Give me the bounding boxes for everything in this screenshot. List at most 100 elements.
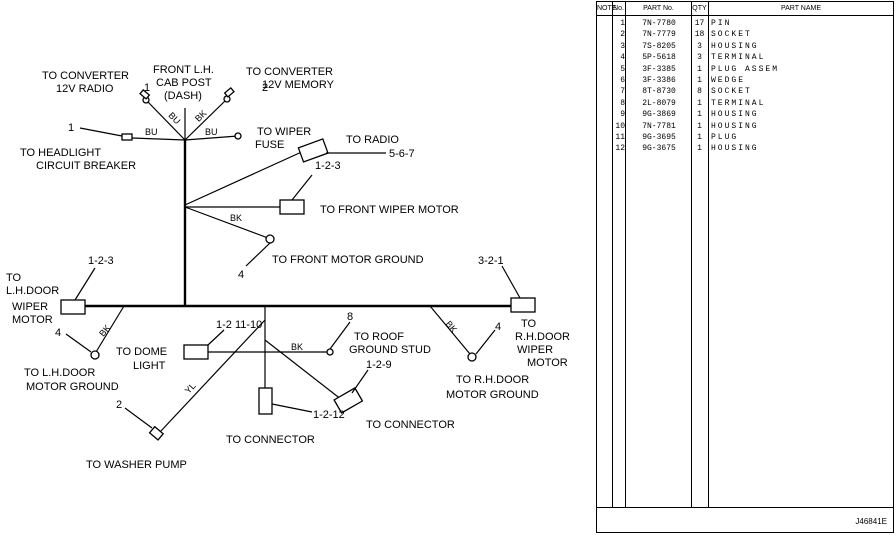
cell-part-no: 7N-7780	[642, 19, 676, 28]
label-lh-door-line3: WIPER	[12, 301, 48, 313]
label-headlight-line1: TO HEADLIGHT	[20, 147, 101, 159]
lh-door-leader	[74, 267, 96, 301]
header-note: NOTE	[597, 5, 617, 12]
label-rh-door-line1: TO	[521, 318, 537, 330]
branch-radio	[184, 149, 307, 206]
cell-name: HOUSING	[711, 121, 759, 131]
cell-qty: 1	[697, 121, 702, 131]
front-wiper-motor-plug	[279, 199, 305, 215]
front-wiper-leader	[291, 174, 313, 201]
headlight-terminal	[121, 133, 133, 141]
cell-part-no: 3F-3385	[642, 64, 676, 74]
label-cab-post-line2: CAB POST	[156, 77, 212, 89]
wire-color-bk-diag: BK	[193, 108, 209, 124]
cell-part-no: 7S-8205	[642, 41, 676, 51]
dome-light-leader	[207, 329, 225, 346]
wire-color-bk-lh: BK	[97, 323, 112, 339]
callout-lh-door-motor: 1-2-3	[88, 255, 114, 267]
rh-ground-leader	[475, 329, 496, 355]
label-cab-post-line1: FRONT L.H.	[153, 64, 214, 76]
label-roof-ground-line2: GROUND STUD	[349, 344, 431, 356]
cell-name: HOUSING	[711, 110, 759, 120]
callout-memory-conn: 2	[262, 82, 268, 94]
label-headlight-line2: CIRCUIT BREAKER	[36, 160, 136, 172]
label-wiper-fuse-line1: TO WIPER	[257, 126, 311, 138]
wiring-diagram: TO CONVERTER 12V RADIO FRONT L.H. CAB PO…	[6, 64, 570, 471]
label-converter-memory-line1: TO CONVERTER	[246, 66, 333, 78]
rh-door-wiper-motor-plug	[510, 297, 536, 313]
label-lh-door-line4: MOTOR	[12, 314, 53, 326]
cell-part-no: 8T-8730	[642, 87, 676, 97]
wiper-fuse-terminal	[234, 132, 242, 140]
cell-qty: 17	[694, 19, 705, 28]
cell-no: 3	[620, 41, 625, 51]
cell-name: SOCKET	[711, 30, 752, 40]
label-front-wiper-motor: TO FRONT WIPER MOTOR	[320, 204, 459, 216]
right-connector-leader	[351, 369, 369, 394]
rh-door-leader	[501, 265, 521, 299]
callout-rh-door-motor: 3-2-1	[478, 255, 504, 267]
label-lh-door-line1: TO	[6, 272, 22, 284]
callout-rh-ground: 4	[495, 321, 501, 333]
cell-qty: 1	[697, 110, 702, 120]
cell-name: PIN	[711, 19, 732, 28]
callout-dome-light: 1-2 11-10	[216, 319, 262, 331]
lh-ground-leader	[65, 333, 92, 353]
wire-color-bk-rh: BK	[444, 319, 459, 335]
label-rh-door-line3: WIPER	[517, 344, 553, 356]
cell-name: HOUSING	[711, 41, 759, 51]
header-part-name: PART NAME	[780, 5, 822, 12]
label-rh-door-line4: MOTOR	[527, 357, 568, 369]
callout-connector-right: 1-2-9	[366, 359, 392, 371]
callout-roof-ground: 8	[347, 311, 353, 323]
branch-right-connector	[264, 339, 343, 401]
cell-qty: 1	[697, 133, 702, 142]
label-rh-ground-line1: TO R.H.DOOR	[456, 374, 529, 386]
drawing-number: J46841E	[855, 517, 887, 526]
washer-pump-leader	[124, 407, 153, 429]
cell-part-no: 7N-7779	[642, 30, 676, 40]
branch-rh-ground	[429, 305, 471, 355]
label-cab-post-line3: (DASH)	[164, 90, 202, 102]
cell-no: 6	[620, 76, 625, 85]
rh-ground-terminal	[467, 352, 477, 362]
cell-qty: 1	[697, 76, 702, 85]
callout-connector-left: 1-2-12	[313, 409, 345, 421]
washer-pump-plug	[148, 425, 165, 441]
header-qty: QTY	[692, 5, 707, 12]
cell-qty: 3	[697, 53, 702, 63]
roof-ground-leader	[329, 321, 351, 350]
cell-part-no: 3F-3386	[642, 76, 676, 85]
cell-qty: 8	[697, 87, 702, 97]
label-front-motor-ground: TO FRONT MOTOR GROUND	[272, 254, 424, 266]
label-converter-radio-line2: 12V RADIO	[56, 83, 114, 95]
label-connector-left: TO CONNECTOR	[226, 434, 315, 446]
cell-no: 5	[620, 64, 625, 74]
cell-qty: 1	[697, 64, 702, 74]
dome-light-plug	[183, 344, 209, 360]
roof-ground-terminal	[326, 348, 334, 356]
front-ground-leader	[245, 242, 271, 267]
cell-no: 8	[620, 98, 625, 108]
cell-part-no: 9G-3675	[642, 144, 676, 154]
cell-no: 11	[615, 133, 625, 142]
label-wiper-fuse-line2: FUSE	[255, 139, 284, 151]
label-connector-right: TO CONNECTOR	[366, 419, 455, 431]
cell-name: HOUSING	[711, 144, 759, 154]
label-roof-ground-line1: TO ROOF	[354, 331, 404, 343]
cell-qty: 1	[697, 98, 702, 108]
label-lh-ground-line1: TO L.H.DOOR	[24, 367, 95, 379]
wire-color-bu-right: BU	[205, 127, 218, 137]
header-no: No.	[613, 5, 624, 12]
label-lh-door-line2: L.H.DOOR	[6, 285, 59, 297]
label-radio: TO RADIO	[346, 134, 399, 146]
label-washer-pump: TO WASHER PUMP	[86, 459, 187, 471]
wire-color-bu-left: BU	[145, 127, 158, 137]
cell-no: 12	[615, 144, 625, 154]
radio-plug	[297, 138, 329, 163]
cell-part-no: 2L-8079	[642, 98, 676, 108]
lh-ground-terminal	[90, 350, 100, 360]
cell-name: WEDGE	[711, 76, 746, 85]
branch-front-ground	[184, 206, 269, 239]
